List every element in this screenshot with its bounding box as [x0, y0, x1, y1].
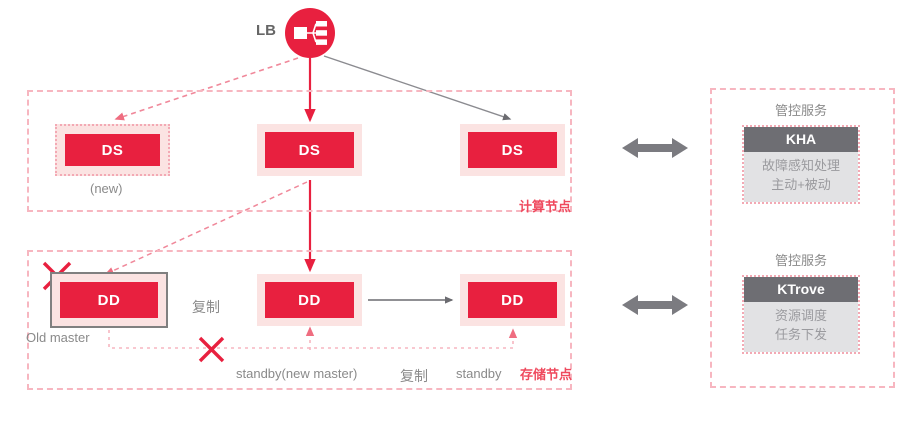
caption-dd-old-master: Old master — [26, 330, 90, 345]
compute-node-zone — [27, 90, 572, 212]
management-service-zone — [710, 88, 895, 388]
service-kha-title: 管控服务 — [774, 103, 827, 118]
service-card-ktrove[interactable]: 管控服务 KTrove 资源调度 任务下发 — [742, 250, 860, 354]
node-ds-right-label: DS — [468, 132, 557, 168]
caption-ds-new: (new) — [90, 181, 123, 196]
service-kha-name: KHA — [744, 127, 858, 152]
node-dd-new-master-label: DD — [265, 282, 354, 318]
storage-to-ktrove-arrow — [622, 295, 688, 315]
node-ds-right[interactable]: DS — [460, 124, 565, 176]
service-kha-line-2: 主动+被动 — [771, 176, 831, 192]
service-kha-lines: 故障感知处理 主动+被动 — [744, 152, 858, 202]
edge-label-replicate-1: 复制 — [192, 299, 220, 315]
node-dd-new-master[interactable]: DD — [257, 274, 362, 326]
service-ktrove-line-2: 任务下发 — [774, 326, 827, 342]
service-ktrove-line-1: 资源调度 — [774, 308, 827, 323]
storage-node-zone — [27, 250, 572, 390]
node-dd-old-master-label: DD — [60, 282, 158, 318]
caption-dd-standby: standby — [456, 366, 502, 381]
node-ds-new[interactable]: DS — [55, 124, 170, 176]
service-ktrove-body: KTrove 资源调度 任务下发 — [742, 275, 860, 354]
service-ktrove-lines: 资源调度 任务下发 — [744, 302, 858, 352]
compute-zone-label: 计算节点 — [519, 199, 572, 214]
compute-to-kha-arrow — [622, 138, 688, 158]
storage-zone-label: 存储节点 — [520, 367, 573, 382]
service-ktrove-title: 管控服务 — [774, 253, 827, 268]
node-dd-standby-label: DD — [468, 282, 557, 318]
node-ds-main[interactable]: DS — [257, 124, 362, 176]
node-ds-new-label: DS — [65, 134, 160, 166]
edge-label-replicate-2: 复制 — [400, 368, 428, 384]
service-card-kha[interactable]: 管控服务 KHA 故障感知处理 主动+被动 — [742, 100, 860, 204]
service-ktrove-name: KTrove — [744, 277, 858, 302]
node-dd-standby[interactable]: DD — [460, 274, 565, 326]
caption-dd-new-master: standby(new master) — [236, 366, 358, 381]
node-dd-old-master[interactable]: DD — [50, 272, 168, 328]
lb-label: LB — [256, 22, 276, 39]
service-kha-line-1: 故障感知处理 — [761, 158, 840, 173]
service-kha-body: KHA 故障感知处理 主动+被动 — [742, 125, 860, 204]
node-ds-main-label: DS — [265, 132, 354, 168]
load-balancer-icon — [285, 8, 335, 58]
